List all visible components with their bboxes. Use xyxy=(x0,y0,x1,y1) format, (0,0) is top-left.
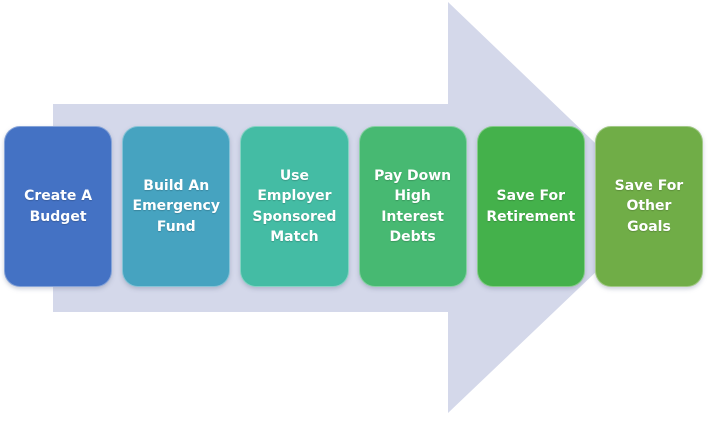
process-steps: Create A Budget Build An Emergency Fund … xyxy=(4,126,704,287)
step-box-create-a-budget: Create A Budget xyxy=(4,126,113,287)
step-box-save-for-other-goals: Save For Other Goals xyxy=(594,126,704,287)
step-label: Create A Budget xyxy=(24,188,93,225)
step-box-build-an-emergency-fund: Build An Emergency Fund xyxy=(122,126,231,287)
step-label: Use Employer Sponsored Match xyxy=(252,167,337,245)
step-box-use-employer-sponsored-match: Use Employer Sponsored Match xyxy=(240,126,349,287)
step-label: Build An Emergency Fund xyxy=(132,178,220,235)
right-arrow-shape xyxy=(53,2,663,413)
step-box-save-for-retirement: Save For Retirement xyxy=(476,126,585,287)
step-label: Pay Down High Interest Debts xyxy=(374,167,452,245)
step-box-pay-down-high-interest-debts: Pay Down High Interest Debts xyxy=(358,126,467,287)
step-label: Save For Other Goals xyxy=(614,178,684,235)
step-label: Save For Retirement xyxy=(486,188,576,225)
